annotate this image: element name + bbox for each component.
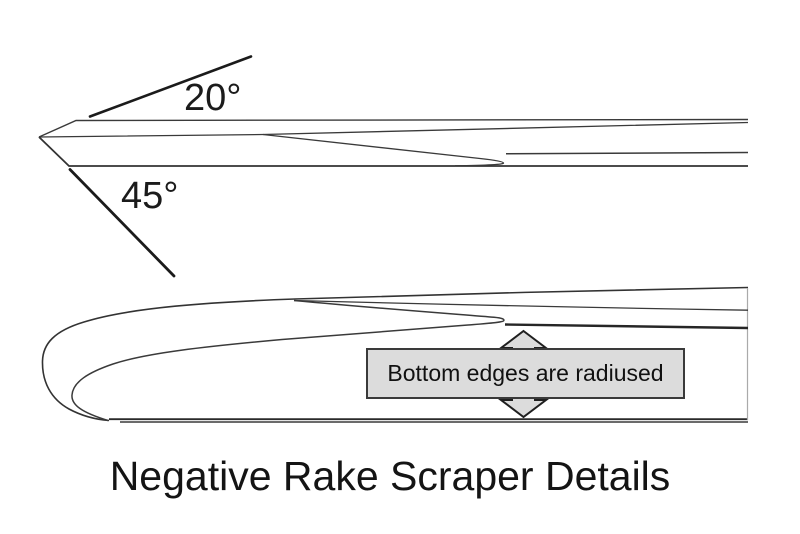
angle-20-label: 20° — [184, 77, 242, 119]
callout-box: Bottom edges are radiused — [366, 348, 685, 399]
bottom-view-middle-line — [293, 299, 749, 311]
angle-45-reference-line — [68, 168, 176, 278]
diagram-title: Negative Rake Scraper Details — [109, 453, 671, 499]
side-view-bottom-edge — [38, 136, 748, 167]
angle-45-label: 45° — [121, 175, 179, 217]
side-view-facet-hairpin — [262, 133, 505, 167]
bottom-view-radius-curve — [71, 299, 505, 422]
callout-text: Bottom edges are radiused — [387, 360, 664, 386]
bottom-view-far-edge-line — [504, 323, 749, 330]
side-view-facet-upper-line — [38, 121, 749, 138]
side-view-top-edge — [38, 118, 749, 138]
angle-20-reference-line — [88, 55, 253, 118]
bottom-view-outline — [41, 286, 749, 422]
side-view-far-edge-line — [505, 151, 749, 155]
